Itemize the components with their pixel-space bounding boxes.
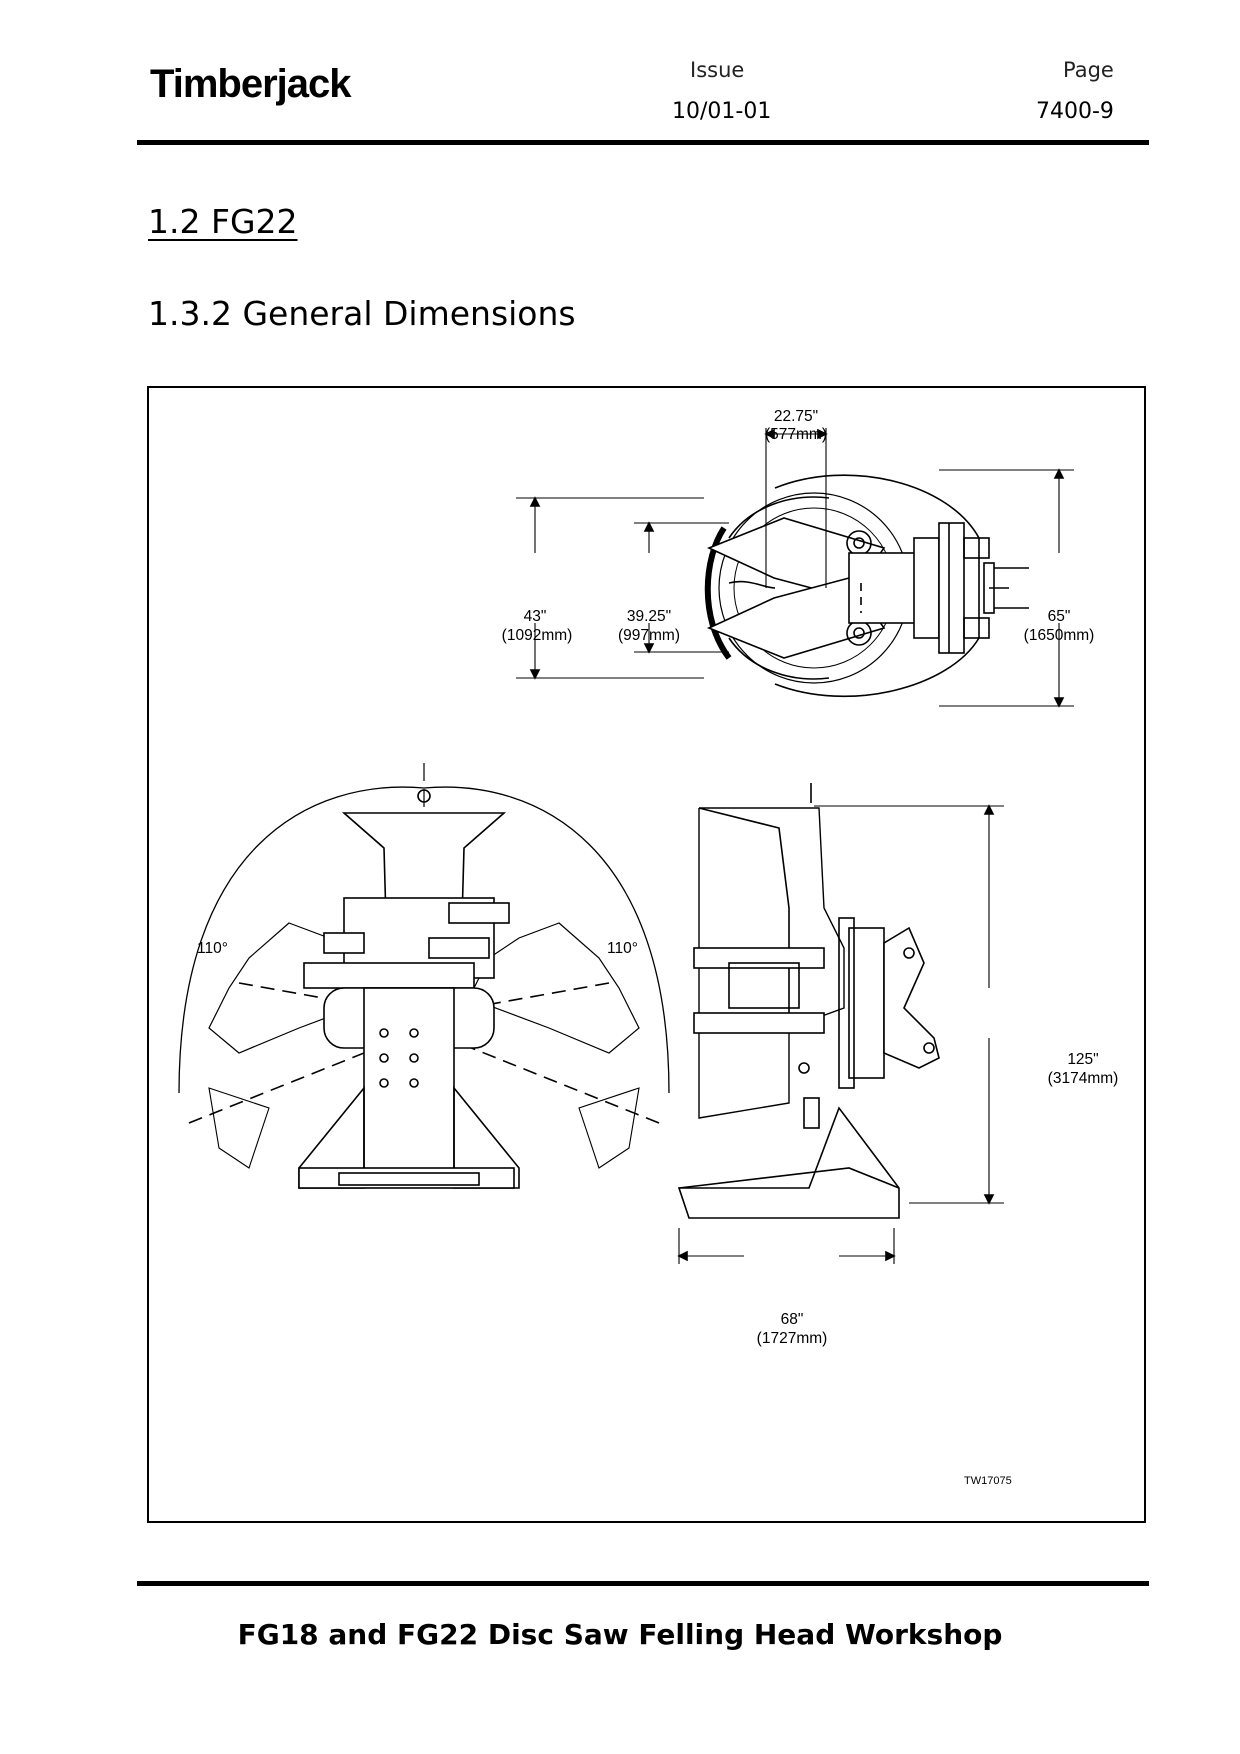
- dim-depth-mm: (1727mm): [757, 1330, 828, 1347]
- dim-top-width-in: 22.75": [774, 408, 818, 425]
- section-subheading: 1.3.2 General Dimensions: [148, 294, 576, 333]
- section-heading: 1.2 FG22: [148, 202, 298, 241]
- dim-height-mm: (3174mm): [1048, 1070, 1119, 1087]
- header-rule: [137, 140, 1149, 145]
- page-label: Page: [1063, 58, 1114, 82]
- dim-overall-width-mm: (1650mm): [1024, 627, 1095, 644]
- issue-label: Issue: [690, 58, 745, 82]
- front-view: [178, 763, 670, 1189]
- dimension-drawing: 22.75" (577mm) 43" (1092mm) 39.25" (997m…: [147, 386, 1146, 1523]
- dim-opening-outer-mm: (1092mm): [502, 627, 573, 644]
- issue-value: 10/01-01: [672, 99, 772, 124]
- drawing-canvas: 22.75" (577mm) 43" (1092mm) 39.25" (997m…: [178, 408, 1119, 1487]
- footer-title: FG18 and FG22 Disc Saw Felling Head Work…: [237, 1618, 1003, 1651]
- dim-depth-in: 68": [781, 1311, 804, 1328]
- dim-top-width-mm: (577mm): [765, 426, 827, 443]
- dim-height-in: 125": [1067, 1051, 1098, 1068]
- dim-opening-inner-mm: (997mm): [618, 627, 680, 644]
- dim-opening-outer-in: 43": [524, 608, 547, 625]
- footer-rule: [137, 1581, 1149, 1586]
- dim-opening-inner-in: 39.25": [627, 608, 671, 625]
- swing-angle-right: 110°: [607, 940, 638, 957]
- side-view: [677, 783, 1004, 1264]
- swing-angle-left: 110°: [197, 940, 228, 957]
- page-number: 7400-9: [1036, 99, 1114, 124]
- dim-overall-width-in: 65": [1048, 608, 1071, 625]
- top-view: [516, 428, 1074, 708]
- brand-logo: Timberjack: [150, 62, 351, 106]
- figure-reference: TW17075: [964, 1475, 1012, 1487]
